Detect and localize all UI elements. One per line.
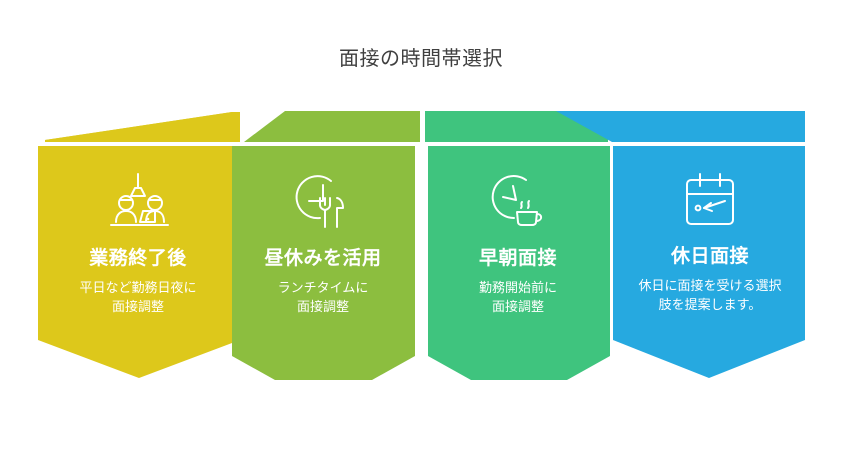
panel-heading: 早朝面接 <box>478 247 557 269</box>
panel-lunch-break[interactable]: 昼休みを活用 ランチタイムに 面接調整 <box>233 172 413 317</box>
panel-holiday[interactable]: 休日面接 休日に面接を受ける選択肢を提案します。 <box>617 170 803 315</box>
people-at-desk-lamp-icon <box>110 173 169 226</box>
panel-2-body <box>232 146 415 380</box>
clock-fork-knife-icon <box>295 175 344 228</box>
panel-description: 休日に面接を受ける選択肢を提案します。 <box>638 279 782 313</box>
panel-1-fold-upper <box>45 112 240 142</box>
panel-2-fold <box>244 111 420 142</box>
clock-coffee-cup-icon <box>491 175 543 226</box>
panel-1-body <box>38 146 240 378</box>
panel-description: 平日など勤務日夜に 面接調整 <box>79 281 197 315</box>
panel-description: ランチタイムに 面接調整 <box>277 281 369 315</box>
panel-after-work[interactable]: 業務終了後 平日など勤務日夜に 面接調整 <box>40 172 236 317</box>
panel-3-body <box>428 146 610 380</box>
panel-3-fold <box>425 111 608 142</box>
panel-heading: 休日面接 <box>670 245 749 267</box>
panel-4-body <box>613 146 805 378</box>
panel-early-morning[interactable]: 早朝面接 勤務開始前に 面接調整 <box>428 172 608 317</box>
panel-heading: 昼休みを活用 <box>264 247 382 269</box>
panel-4-fold <box>556 111 805 142</box>
page-title: 面接の時間帯選択 <box>339 46 503 70</box>
panel-heading: 業務終了後 <box>89 247 187 269</box>
panel-description: 勤務開始前に 面接調整 <box>478 281 557 315</box>
calendar-arrow-icon <box>686 173 734 225</box>
